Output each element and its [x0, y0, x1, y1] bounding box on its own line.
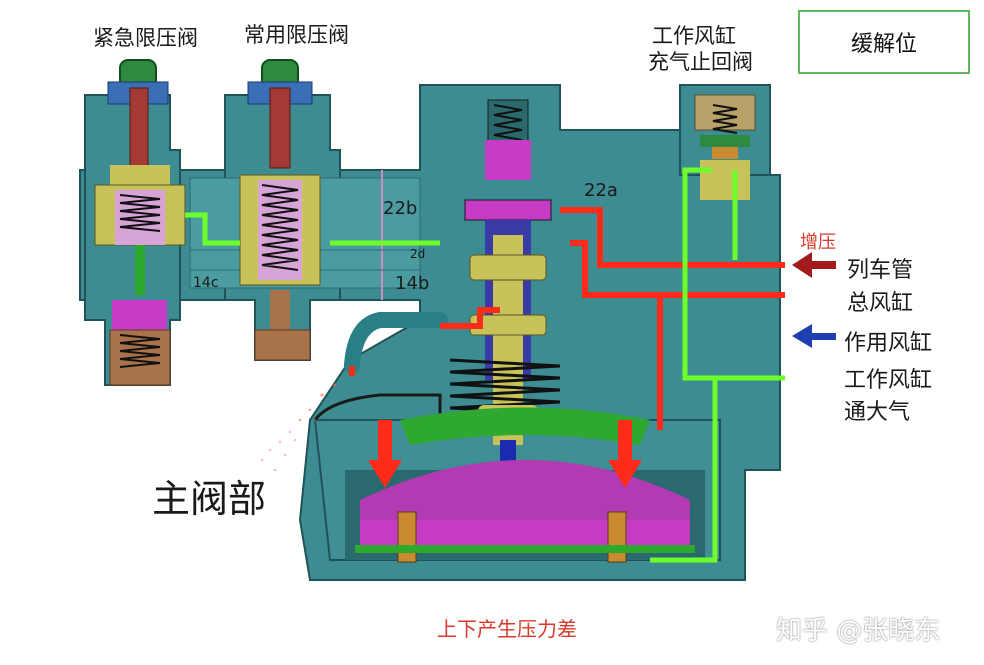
common-valve [239, 59, 321, 361]
down-arrows [368, 420, 642, 488]
chamber-2d-label: 2d [410, 247, 426, 261]
action-reservoir-arrow [792, 324, 836, 348]
train-pipe-label: 列车管 [847, 258, 914, 283]
watermark: 知乎 @张晓东 [776, 616, 941, 646]
chamber-22a-label: 22a [584, 180, 618, 201]
action-reservoir-label: 作用风缸 [844, 331, 933, 356]
common-valve-label: 常用限压阀 [244, 23, 349, 47]
status-badge: 缓解位 [798, 10, 970, 74]
work-reservoir-label-line2: 通大气 [844, 400, 911, 425]
green-lines [185, 167, 785, 563]
main-reservoir-label: 总风缸 [847, 291, 914, 316]
check-valve-label-line2: 充气止回阀 [648, 50, 753, 74]
exhaust-particles [261, 383, 337, 471]
chamber-14c-label: 14c [193, 275, 219, 291]
bottom-caption: 上下产生压力差 [437, 617, 577, 641]
emergency-valve [94, 59, 186, 386]
main-valve-label: 主阀部 [152, 477, 267, 521]
check-valve [694, 94, 756, 200]
exhaust-pipe [344, 312, 448, 373]
work-reservoir-label-line1: 工作风缸 [844, 368, 933, 393]
emergency-valve-label: 紧急限压阀 [93, 26, 198, 50]
chamber-22b-label: 22b [383, 198, 418, 219]
train-pipe-arrow [792, 252, 836, 278]
check-valve-label-line1: 工作风缸 [652, 24, 736, 48]
chamber-14b-label: 14b [395, 273, 430, 294]
lower-diaphragm [345, 407, 705, 563]
pressurize-label: 增压 [800, 232, 836, 253]
